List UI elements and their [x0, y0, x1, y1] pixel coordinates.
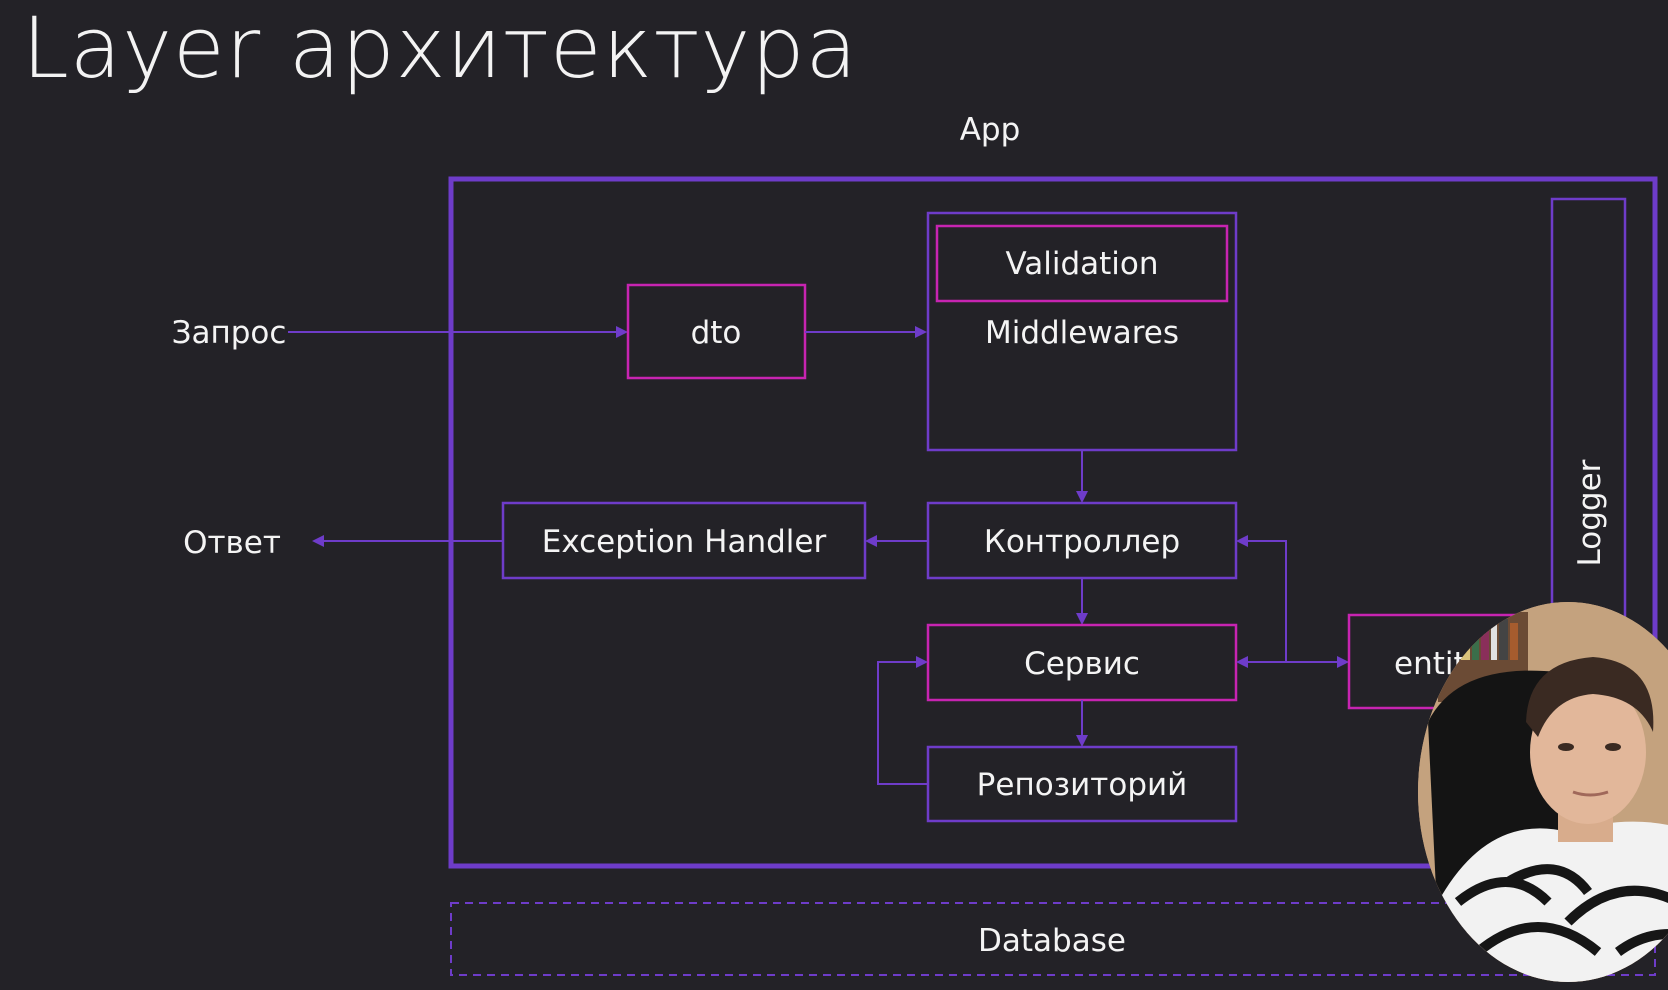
- app-label: App: [960, 112, 1021, 148]
- database-label: Database: [978, 923, 1126, 959]
- logger-label: Logger: [1572, 459, 1608, 566]
- presenter-webcam: [1418, 602, 1668, 982]
- validation-label: Validation: [1005, 246, 1158, 282]
- entity-to-controller-arrow: [1236, 535, 1287, 662]
- validation-box: [935, 224, 1229, 303]
- repository-to-service-arrow: [877, 656, 928, 785]
- response-label: Ответ: [183, 525, 281, 561]
- dto-label: dto: [691, 315, 742, 351]
- controller-label: Контроллер: [984, 524, 1180, 560]
- repository-label: Репозиторий: [977, 767, 1188, 803]
- request-label: Запрос: [172, 315, 287, 351]
- slide-title: Layer архитектура: [22, 0, 858, 97]
- middlewares-label: Middlewares: [985, 315, 1179, 351]
- exception-handler-label: Exception Handler: [542, 524, 827, 560]
- service-label: Сервис: [1024, 646, 1140, 682]
- app-container: [448, 176, 1658, 869]
- logger-box: [1550, 197, 1627, 661]
